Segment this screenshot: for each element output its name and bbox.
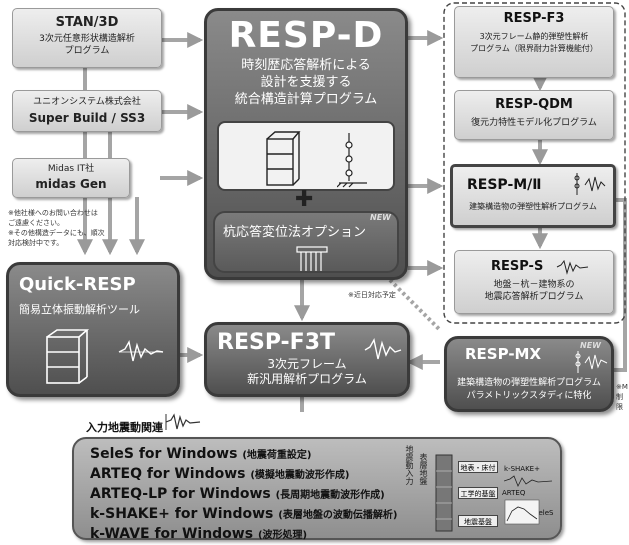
superbuild-title: Super Build / SS3 xyxy=(28,111,146,125)
resps-title: RESP-S xyxy=(491,259,544,274)
vertical-label-1: 地震動入力 xyxy=(405,445,414,485)
vertical-label-2: 表層地盤 xyxy=(419,453,428,485)
waveform-icon xyxy=(165,413,201,430)
mass-spring-wave-icon xyxy=(575,351,608,373)
waveform-icon xyxy=(364,338,402,360)
respf3t-box: RESP-F3T 3次元フレーム 新汎用解析プログラム xyxy=(204,322,410,397)
windows-item: ARTEQ-LP for Windows (長周期地震動波形作成) xyxy=(90,486,385,502)
resps-desc: 地盤－杭－建物系の 地震応答解析プログラム xyxy=(484,280,584,302)
superbuild-box: ユニオンシステム株式会社 Super Build / SS3 xyxy=(12,90,162,132)
building-frame-icon xyxy=(266,131,301,186)
respm2-title: RESP-M/Ⅱ xyxy=(467,177,542,193)
superbuild-company: ユニオンシステム株式会社 xyxy=(33,97,141,107)
building-tower-icon xyxy=(435,454,453,532)
new-badge: NEW xyxy=(580,341,601,350)
respd-box: RESP-D 時刻歴応答解析による 設計を支援する 統合構造計算プログラム ✚ … xyxy=(204,8,408,280)
right-cut-note: ※M 制限 xyxy=(616,383,628,411)
respd-icon-panel xyxy=(217,121,395,191)
plus-icon: ✚ xyxy=(295,187,314,212)
respm2-desc: 建築構造物の弾塑性解析プログラム xyxy=(469,202,597,211)
quickresp-title: Quick-RESP xyxy=(19,274,136,295)
contact-note: ※他社様へのお問い合わせは ご遠慮ください。 ※その他構造データにも、順次 対応… xyxy=(8,209,105,247)
waveform-icon xyxy=(504,475,553,487)
new-badge: NEW xyxy=(370,213,391,222)
respmx-title: RESP-MX xyxy=(465,345,542,363)
windows-item: k-SHAKE+ for Windows (表層地盤の波動伝播解析) xyxy=(90,506,398,522)
stan3d-desc: 3次元任意形状構造解析 プログラム xyxy=(39,34,135,56)
respqdm-title: RESP-QDM xyxy=(495,97,573,112)
building-frame-icon xyxy=(46,329,90,384)
windows-item: k-WAVE for Windows (波形処理) xyxy=(90,526,308,542)
respmx-box: RESP-MX NEW 建築構造物の弾塑性解析プログラム パラメトリックスタディ… xyxy=(444,336,614,412)
respqdm-desc: 復元力特性モデル化プログラム xyxy=(471,118,597,128)
waveform-icon xyxy=(556,259,589,275)
respf3-box: RESP-F3 3次元フレーム静的弾塑性解析 プログラム（限界耐力計算機能付） xyxy=(454,6,614,78)
quickresp-box: Quick-RESP 簡易立体振動解析ツール xyxy=(6,262,180,397)
windows-item: SeleS for Windows (地震荷重設定) xyxy=(90,446,312,462)
label-seles: SeleS xyxy=(534,509,554,517)
respd-desc: 時刻歴応答解析による 設計を支援する 統合構造計算プログラム xyxy=(234,58,378,107)
respf3-desc: 3次元フレーム静的弾塑性解析 プログラム（限界耐力計算機能付） xyxy=(470,32,598,53)
stan3d-title: STAN/3D xyxy=(55,15,119,30)
mass-spring-wave-icon xyxy=(574,173,606,195)
respd-title: RESP-D xyxy=(228,15,384,56)
spectrum-chart-icon xyxy=(504,499,540,525)
respmx-desc: 建築構造物の弾塑性解析プログラム パラメトリックスタディに特化 xyxy=(457,378,601,401)
windows-item: ARTEQ for Windows (模擬地震動波形作成) xyxy=(90,466,350,482)
waveform-icon xyxy=(118,340,164,362)
respqdm-box: RESP-QDM 復元力特性モデル化プログラム xyxy=(454,90,614,140)
ground-box-seismic: 地震基盤 xyxy=(458,515,498,527)
midas-title: midas Gen xyxy=(35,177,107,191)
ground-box-engineering: 工学的基盤 xyxy=(458,487,498,499)
label-kshake: k-SHAKE+ xyxy=(504,465,540,473)
midas-box: Midas IT社 midas Gen xyxy=(12,158,130,198)
respf3t-title: RESP-F3T xyxy=(217,330,336,355)
input-section-title: 入力地震動関連 xyxy=(86,421,163,434)
resp-group-border xyxy=(443,2,626,324)
planned-note: ※近日対応予定 xyxy=(348,291,396,299)
stan3d-box: STAN/3D 3次元任意形状構造解析 プログラム xyxy=(12,8,162,68)
midas-company: Midas IT社 xyxy=(47,164,95,174)
mass-spring-icon xyxy=(337,133,367,188)
windows-tools-box: SeleS for Windows (地震荷重設定) ARTEQ for Win… xyxy=(72,437,562,542)
quickresp-desc: 簡易立体振動解析ツール xyxy=(19,303,140,316)
pile-option-box: 杭応答変位法オプション NEW xyxy=(213,211,399,273)
ground-layer-diagram: 地震動入力 表層地盤 地表・床付 工学的基盤 地震基盤 k-SHAKE+ ART… xyxy=(404,443,556,535)
pile-foundation-icon xyxy=(296,246,328,271)
respf3t-desc: 3次元フレーム 新汎用解析プログラム xyxy=(247,357,367,386)
label-arteq: ARTEQ xyxy=(502,489,526,497)
resps-box: RESP-S 地盤－杭－建物系の 地震応答解析プログラム xyxy=(454,250,614,314)
respm2-box: RESP-M/Ⅱ 建築構造物の弾塑性解析プログラム xyxy=(450,164,616,228)
ground-box-surface: 地表・床付 xyxy=(458,461,498,473)
respf3-title: RESP-F3 xyxy=(503,11,565,26)
windows-list: SeleS for Windows (地震荷重設定) ARTEQ for Win… xyxy=(90,445,397,545)
pile-option-label: 杭応答変位法オプション xyxy=(223,225,367,240)
